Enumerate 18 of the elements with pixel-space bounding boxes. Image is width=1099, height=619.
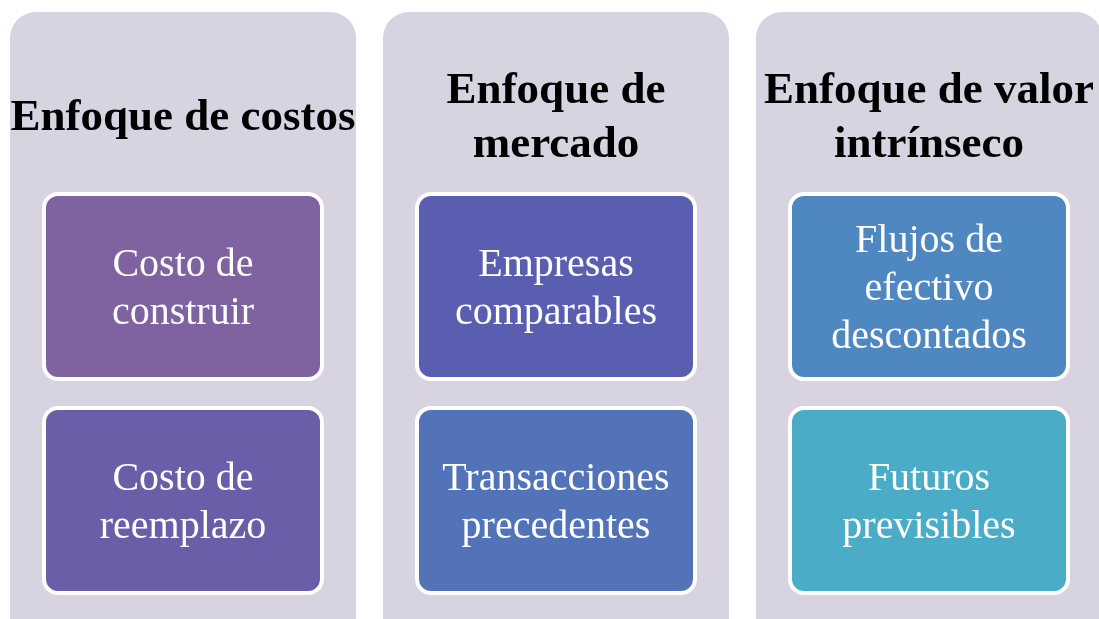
panel-heading: Enfoque de mercado (445, 62, 667, 169)
method-label: Flujos de efectivo descontados (830, 214, 1028, 359)
method-box (42, 192, 324, 381)
method-label: Transacciones precedentes (441, 452, 671, 549)
method-label: Empresas comparables (453, 238, 659, 335)
panel-heading: Enfoque de costos (10, 89, 356, 142)
category-panel (756, 12, 1099, 619)
method-box (788, 406, 1070, 595)
method-label: Costo de reemplazo (98, 452, 268, 549)
method-box (42, 406, 324, 595)
method-box (788, 192, 1070, 381)
method-box (415, 406, 697, 595)
method-box (415, 192, 697, 381)
category-panel (10, 12, 356, 619)
panel-heading: Enfoque de valor intrínseco (763, 62, 1095, 169)
method-label: Futuros previsibles (841, 452, 1017, 549)
category-panel (383, 12, 729, 619)
method-label: Costo de construir (110, 238, 256, 335)
